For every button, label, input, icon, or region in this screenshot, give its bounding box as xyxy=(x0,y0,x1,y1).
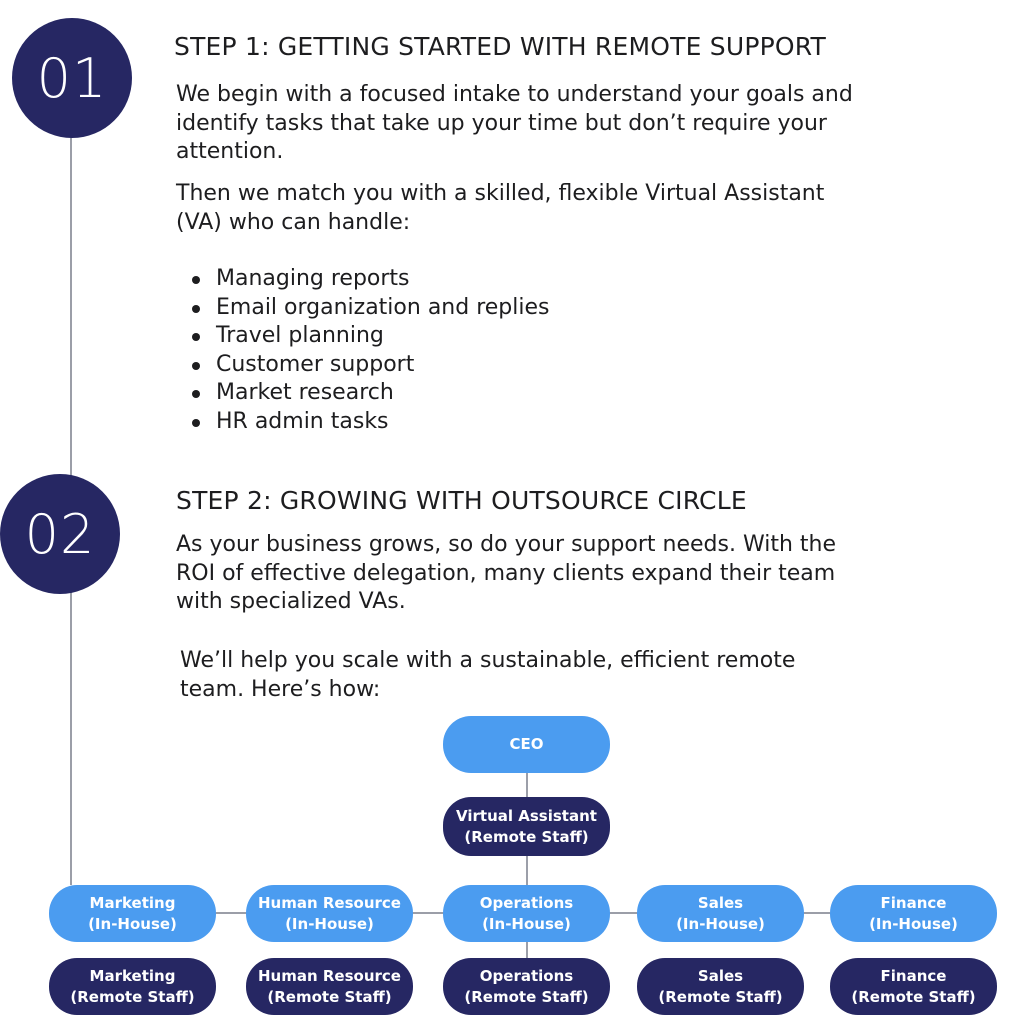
human-resource-in-house-title: Human Resource xyxy=(258,893,401,912)
human-resource-remote-node: Human Resource (Remote Staff) xyxy=(246,958,413,1015)
virtual-assistant-subtitle: (Remote Staff) xyxy=(464,827,589,846)
step-2-intro-text: As your business grows, so do your suppo… xyxy=(176,532,836,614)
sales-remote-node: Sales (Remote Staff) xyxy=(637,958,804,1015)
finance-in-house-node: Finance (In-House) xyxy=(830,885,997,942)
step-1-heading: STEP 1: GETTING STARTED WITH REMOTE SUPP… xyxy=(174,32,826,61)
operations-remote-node: Operations (Remote Staff) xyxy=(443,958,610,1015)
human-resource-remote-subtitle: (Remote Staff) xyxy=(267,987,392,1006)
human-resource-in-house-subtitle: (In-House) xyxy=(285,914,374,933)
step-2-number-circle: 02 xyxy=(0,474,120,594)
operations-remote-subtitle: (Remote Staff) xyxy=(464,987,589,1006)
step-1-number-circle: 01 xyxy=(12,18,132,138)
sales-in-house-title: Sales xyxy=(697,893,744,912)
marketing-remote-subtitle: (Remote Staff) xyxy=(70,987,195,1006)
finance-remote-title: Finance xyxy=(880,966,947,985)
list-item: Managing reports xyxy=(190,265,549,294)
ceo-node: CEO xyxy=(443,716,610,773)
step-1-intro-text: We begin with a focused intake to unders… xyxy=(176,82,853,164)
finance-remote-subtitle: (Remote Staff) xyxy=(851,987,976,1006)
marketing-in-house-node: Marketing (In-House) xyxy=(49,885,216,942)
operations-in-house-title: Operations xyxy=(479,893,574,912)
finance-in-house-subtitle: (In-House) xyxy=(869,914,958,933)
list-item: Email organization and replies xyxy=(190,294,549,323)
list-item: Travel planning xyxy=(190,322,549,351)
marketing-remote-title: Marketing xyxy=(89,966,176,985)
human-resource-remote-title: Human Resource xyxy=(258,966,401,985)
step-1-match-text: Then we match you with a skilled, flexib… xyxy=(176,181,825,235)
finance-in-house-title: Finance xyxy=(880,893,947,912)
operations-remote-title: Operations xyxy=(479,966,574,985)
finance-remote-node: Finance (Remote Staff) xyxy=(830,958,997,1015)
list-item: Customer support xyxy=(190,351,549,380)
step-2-scale-text: We’ll help you scale with a sustainable,… xyxy=(180,648,796,702)
ceo-label: CEO xyxy=(509,735,544,753)
marketing-remote-node: Marketing (Remote Staff) xyxy=(49,958,216,1015)
sales-remote-title: Sales xyxy=(697,966,744,985)
operations-in-house-subtitle: (In-House) xyxy=(482,914,571,933)
step-1-number: 01 xyxy=(36,46,108,110)
virtual-assistant-node: Virtual Assistant (Remote Staff) xyxy=(443,797,610,856)
sales-remote-subtitle: (Remote Staff) xyxy=(658,987,783,1006)
list-item: HR admin tasks xyxy=(190,408,549,437)
sales-in-house-node: Sales (In-House) xyxy=(637,885,804,942)
marketing-in-house-subtitle: (In-House) xyxy=(88,914,177,933)
list-item: Market research xyxy=(190,379,549,408)
human-resource-in-house-node: Human Resource (In-House) xyxy=(246,885,413,942)
virtual-assistant-title: Virtual Assistant xyxy=(456,806,597,825)
step-2-heading: STEP 2: GROWING WITH OUTSOURCE CIRCLE xyxy=(176,486,747,515)
sales-in-house-subtitle: (In-House) xyxy=(676,914,765,933)
operations-in-house-node: Operations (In-House) xyxy=(443,885,610,942)
step-2-number: 02 xyxy=(24,502,96,566)
marketing-in-house-title: Marketing xyxy=(89,893,176,912)
va-task-list: Managing reports Email organization and … xyxy=(190,265,549,436)
